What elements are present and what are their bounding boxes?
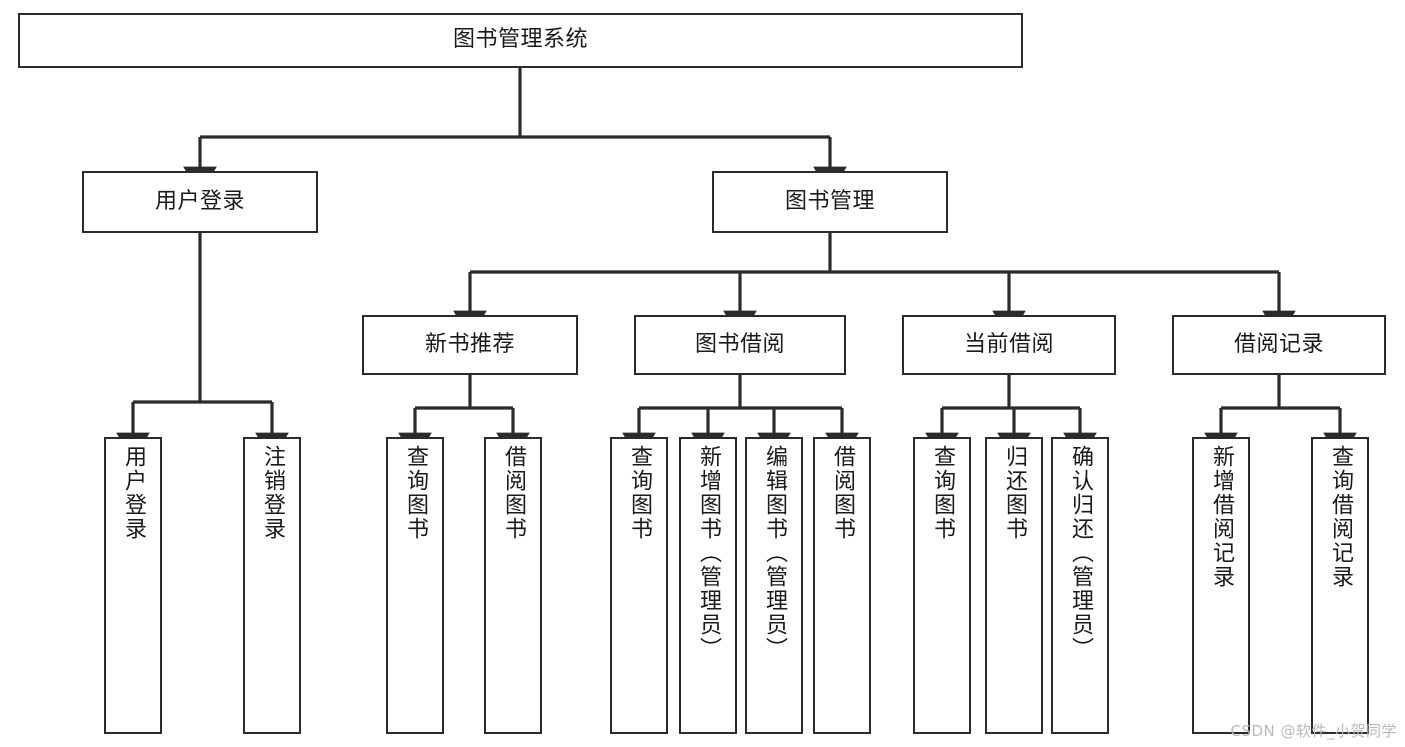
- node-new-book-recommend[interactable]: 新书推荐: [362, 315, 578, 375]
- leaf-borrow-book-recommend-label: 借阅图书: [501, 445, 526, 541]
- leaf-add-book-admin-label: 新增图书（管理员）: [696, 445, 721, 661]
- leaf-query-book-current-label: 查询图书: [930, 445, 955, 541]
- node-root[interactable]: 图书管理系统: [18, 13, 1023, 68]
- leaf-query-borrow-record[interactable]: 查询借阅记录: [1311, 437, 1369, 734]
- leaf-logout-login-label: 注销登录: [260, 445, 285, 541]
- leaf-borrow-book[interactable]: 借阅图书: [813, 437, 871, 734]
- leaf-user-login-label: 用户登录: [121, 445, 146, 541]
- node-borrow-record-label: 借阅记录: [1233, 331, 1324, 357]
- node-book-borrow-label: 图书借阅: [694, 331, 785, 357]
- leaf-return-book[interactable]: 归还图书: [985, 437, 1043, 734]
- leaf-user-login[interactable]: 用户登录: [104, 437, 162, 734]
- leaf-logout-login[interactable]: 注销登录: [243, 437, 301, 734]
- node-root-label: 图书管理系统: [452, 27, 588, 53]
- node-new-book-recommend-label: 新书推荐: [424, 331, 515, 357]
- leaf-query-book-current[interactable]: 查询图书: [913, 437, 971, 734]
- leaf-add-borrow-record-label: 新增借阅记录: [1209, 445, 1234, 589]
- node-book-management[interactable]: 图书管理: [712, 171, 948, 233]
- leaf-add-book-admin[interactable]: 新增图书（管理员）: [679, 437, 737, 734]
- leaf-edit-book-admin-label: 编辑图书（管理员）: [762, 445, 787, 661]
- leaf-add-borrow-record[interactable]: 新增借阅记录: [1192, 437, 1250, 734]
- leaf-return-book-label: 归还图书: [1002, 445, 1027, 541]
- node-book-management-label: 图书管理: [784, 188, 875, 214]
- csdn-watermark: CSDN @软件_小贺同学: [1230, 722, 1397, 740]
- leaf-query-book-borrow[interactable]: 查询图书: [610, 437, 668, 734]
- node-book-borrow[interactable]: 图书借阅: [634, 315, 846, 375]
- leaf-query-book-recommend[interactable]: 查询图书: [386, 437, 444, 734]
- leaf-query-book-borrow-label: 查询图书: [627, 445, 652, 541]
- node-current-borrow-label: 当前借阅: [963, 331, 1054, 357]
- node-user-login[interactable]: 用户登录: [82, 171, 318, 233]
- leaf-confirm-return-admin-label: 确认归还（管理员）: [1068, 445, 1093, 661]
- leaf-borrow-book-recommend[interactable]: 借阅图书: [484, 437, 542, 734]
- leaf-edit-book-admin[interactable]: 编辑图书（管理员）: [745, 437, 803, 734]
- leaf-query-borrow-record-label: 查询借阅记录: [1328, 445, 1353, 589]
- leaf-borrow-book-label: 借阅图书: [830, 445, 855, 541]
- node-borrow-record[interactable]: 借阅记录: [1172, 315, 1386, 375]
- node-current-borrow[interactable]: 当前借阅: [902, 315, 1116, 375]
- leaf-query-book-recommend-label: 查询图书: [403, 445, 428, 541]
- node-user-login-label: 用户登录: [154, 188, 245, 214]
- leaf-confirm-return-admin[interactable]: 确认归还（管理员）: [1051, 437, 1109, 734]
